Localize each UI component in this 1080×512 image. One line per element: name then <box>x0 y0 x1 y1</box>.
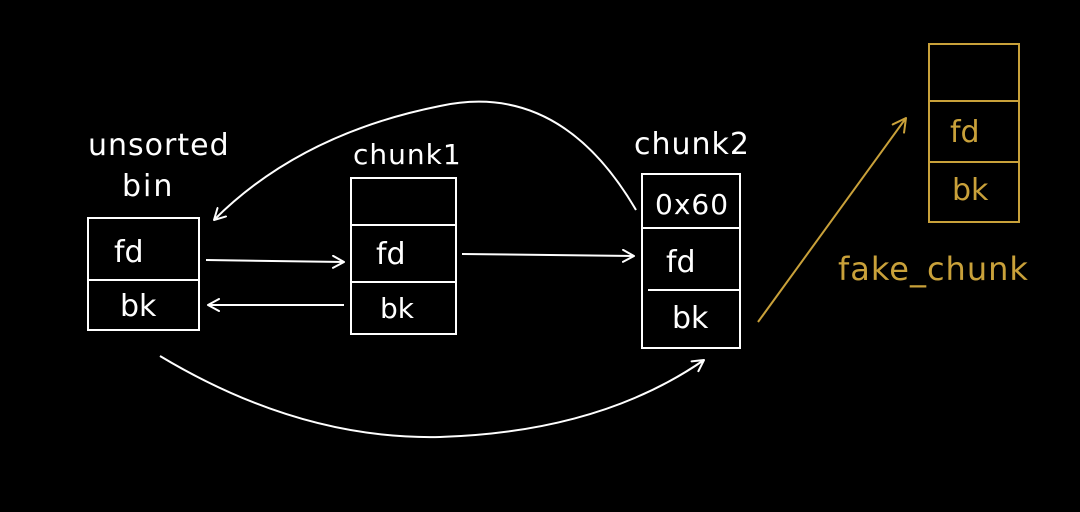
unsorted-bin-title-line2: bin <box>122 169 174 204</box>
unsorted-bin-bk-label: bk <box>120 289 157 324</box>
fake-chunk-fd-label: fd <box>950 115 980 150</box>
chunk1-box <box>350 177 457 335</box>
arrow-chunk2-bk-to-bin-arc <box>213 100 637 221</box>
chunk1-bk-label: bk <box>380 292 415 325</box>
fake-chunk-box <box>928 43 1020 223</box>
chunk2-title: chunk2 <box>634 127 750 162</box>
unsorted-bin: unsorted bin fd bk <box>87 128 230 331</box>
arrow-bin-fd-to-chunk1 <box>205 254 345 269</box>
unsorted-bin-title: unsorted <box>88 128 230 163</box>
chunk2: chunk2 0x60 fd bk <box>634 127 750 349</box>
pointer-arrows <box>159 100 907 439</box>
unsorted-bin-fd-label: fd <box>114 235 144 270</box>
chunk1: chunk1 fd bk <box>350 138 462 335</box>
unsorted-bin-box <box>87 217 200 331</box>
chunk2-size-label: 0x60 <box>655 188 729 221</box>
chunk1-title: chunk1 <box>353 138 462 171</box>
arrow-bin-fd-to-chunk2-arc <box>159 355 705 439</box>
chunk1-fd-label: fd <box>376 237 406 272</box>
fake-chunk: fd bk fake_chunk <box>838 43 1029 288</box>
chunk2-box <box>641 173 741 349</box>
chunk2-bk-label: bk <box>672 301 709 336</box>
fake-chunk-bk-label: bk <box>952 173 989 208</box>
arrow-chunk2-bk-to-fake-chunk <box>757 117 907 323</box>
chunk2-fd-label: fd <box>666 245 696 280</box>
fake-chunk-title: fake_chunk <box>838 250 1029 288</box>
arrow-chunk1-fd-to-chunk2 <box>461 248 635 263</box>
